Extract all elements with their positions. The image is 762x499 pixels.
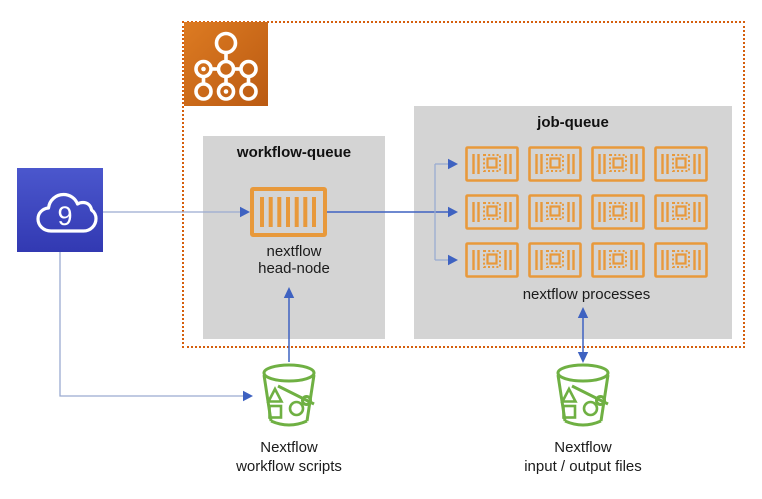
compute-job-icon [591, 146, 645, 182]
s3-bucket-workflow-scripts [262, 363, 316, 427]
scripts-bucket-label-line1: Nextflow [260, 439, 318, 456]
compute-job-icon [654, 194, 708, 230]
scripts-bucket-label-line2: workflow scripts [236, 458, 342, 475]
compute-job-icon [528, 242, 582, 278]
batch-tree-glyph [194, 31, 258, 101]
head-node-label-line1: nextflow [266, 243, 322, 260]
compute-job-icon [528, 194, 582, 230]
files-bucket-label-line2: input / output files [524, 458, 642, 475]
batch-service-icon [184, 22, 268, 106]
compute-job-icon [465, 194, 519, 230]
compute-job-icon [465, 242, 519, 278]
cloud-node-value: 9 [57, 201, 72, 231]
job-queue-caption: nextflow processes [522, 286, 651, 303]
job-queue-panel: job-queue [414, 106, 732, 339]
compute-job-icon [654, 146, 708, 182]
job-queue-title: job-queue [537, 114, 609, 131]
cloud-icon: 9 [36, 192, 98, 233]
aws-batch-boundary [182, 21, 745, 348]
cloud-node: 9 [17, 168, 103, 252]
head-node-label: nextflow head-node [203, 243, 385, 277]
scripts-bucket-label: Nextflow workflow scripts [179, 438, 399, 476]
s3-bucket-input-output-files [556, 363, 610, 427]
queue-icon [250, 187, 327, 237]
head-node-label-line2: head-node [258, 260, 330, 277]
compute-job-icon [591, 194, 645, 230]
workflow-queue-title: workflow-queue [236, 144, 352, 161]
compute-job-icon [465, 146, 519, 182]
job-grid [465, 146, 708, 278]
compute-job-icon [528, 146, 582, 182]
files-bucket-label: Nextflow input / output files [473, 438, 693, 476]
compute-job-icon [654, 242, 708, 278]
files-bucket-label-line1: Nextflow [554, 439, 612, 456]
workflow-queue-panel: workflow-queue nextflow head-node [203, 136, 385, 339]
compute-job-icon [591, 242, 645, 278]
